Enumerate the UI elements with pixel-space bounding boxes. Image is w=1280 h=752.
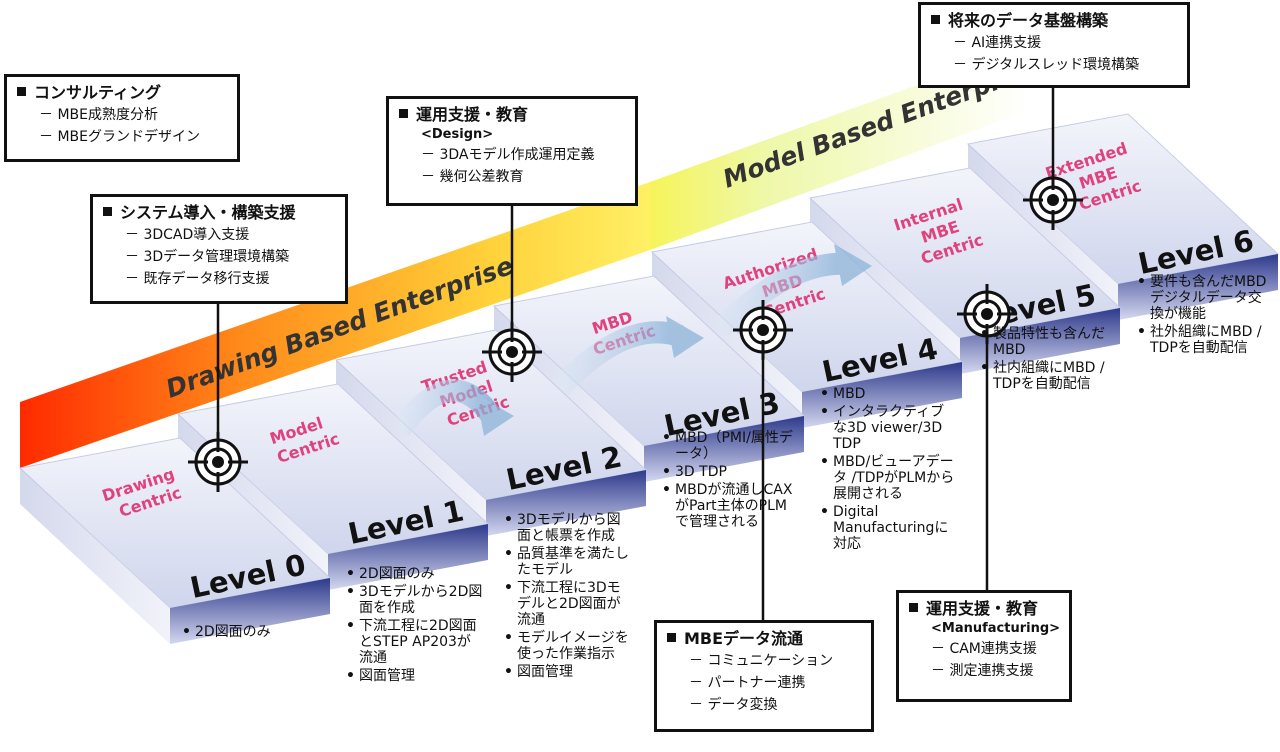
step-bullet: MBDが流通しCAXがPart主体のPLMで管理される [662, 482, 800, 530]
step-bullet: モデルイメージを使った作業指示 [504, 630, 634, 662]
callout-item: 測定連携支援 [931, 660, 1059, 682]
callout-design-title: 運用支援・教育 [416, 105, 529, 124]
callout-item: 既存データ移行支援 [125, 268, 335, 290]
step-bullets-level-5: 製品特性も含んだMBD社内組織にMBD / TDPを自動配信 [980, 326, 1112, 394]
step-bullet: 2D図面のみ [182, 624, 312, 640]
callout-item: MBE成熟度分析 [39, 104, 227, 126]
step-bullet: 3Dモデルから2D図面を作成 [346, 584, 484, 616]
target-icon [188, 432, 248, 492]
callout-future: 将来のデータ基盤構築 AI連携支援 デジタルスレッド環境構築 [918, 2, 1190, 88]
step-bullet: MBD（PMI/属性データ） [662, 430, 800, 462]
callout-item: AI連携支援 [953, 32, 1177, 54]
callout-item: CAM連携支援 [931, 638, 1059, 660]
stage-label: InternalMBECentric [891, 192, 985, 273]
step-bullet: 2D図面のみ [346, 566, 484, 582]
step-side-face [20, 468, 170, 644]
callout-design-items: 3DAモデル作成運用定義 幾何公差教育 [399, 144, 625, 188]
callout-system-title: システム導入・構築支援 [120, 203, 296, 222]
callout-mbe-flow: MBEデータ流通 コミュニケーション パートナー連携 データ変換 [654, 620, 874, 732]
callout-item: デジタルスレッド環境構築 [953, 54, 1177, 76]
callout-manufacturing-title: 運用支援・教育 [926, 599, 1039, 618]
step-bullet: MBD [820, 386, 958, 402]
step-bullet: 社内組織にMBD / TDPを自動配信 [980, 360, 1112, 392]
callout-manufacturing-sub: <Manufacturing> [931, 621, 1061, 636]
square-bullet-icon [103, 207, 112, 216]
callout-future-items: AI連携支援 デジタルスレッド環境構築 [931, 32, 1177, 76]
callout-mbe-flow-title: MBEデータ流通 [684, 629, 804, 648]
callout-item: MBEグランドデザイン [39, 126, 227, 148]
callout-manufacturing: 運用支援・教育 <Manufacturing> CAM連携支援 測定連携支援 [896, 590, 1072, 702]
square-bullet-icon [667, 633, 676, 642]
callout-item: パートナー連携 [689, 672, 861, 694]
callout-design: 運用支援・教育 <Design> 3DAモデル作成運用定義 幾何公差教育 [386, 96, 638, 206]
step-bullet: インタラクティブな3D viewer/3D TDP [820, 404, 958, 452]
step-bullet: Digital Manufacturingに対応 [820, 504, 958, 552]
square-bullet-icon [17, 87, 26, 96]
flow-arrow [551, 316, 704, 396]
step-bullet: 要件も含んだMBDデジタルデータ交換が機能 [1137, 274, 1269, 322]
targets-layer [188, 170, 1083, 492]
flow-arrow [712, 244, 872, 338]
step-bullet: 社外組織にMBD / TDPを自動配信 [1137, 324, 1269, 356]
step-bullet: 3D TDP [662, 464, 800, 480]
step-bullet: 下流工程に2D図面とSTEP AP203が流通 [346, 618, 484, 666]
target-icon [482, 322, 542, 382]
callout-future-title: 将来のデータ基盤構築 [948, 11, 1109, 30]
step-bullets-level-3: MBD（PMI/属性データ） 3D TDP MBDが流通しCAXがPart主体のPL… [662, 430, 800, 532]
callout-manufacturing-items: CAM連携支援 測定連携支援 [909, 638, 1059, 682]
callout-consulting-items: MBE成熟度分析 MBEグランドデザイン [17, 104, 227, 148]
step-bullet: 図面管理 [346, 668, 484, 684]
callout-item: 3DAモデル作成運用定義 [421, 144, 625, 166]
callout-mbe-flow-items: コミュニケーション パートナー連携 データ変換 [667, 650, 861, 716]
flow-arrow [391, 379, 514, 437]
step-bullet: MBD/ビューアデータ /TDPがPLMから展開される [820, 454, 958, 502]
step-bullet: 下流工程に3Dモデルと2D図面が流通 [504, 580, 634, 628]
callout-system-items: 3DCAD導入支援 3Dデータ管理環境構築 既存データ移行支援 [103, 224, 335, 290]
callout-consulting-title: コンサルティング [34, 83, 162, 102]
step-bullet: 製品特性も含んだMBD [980, 326, 1112, 358]
step-bullet: 図面管理 [504, 664, 634, 680]
step-bullets-level-1: 2D図面のみ 3Dモデルから2D図面を作成下流工程に2D図面とSTEP AP203… [346, 566, 484, 686]
callout-system: システム導入・構築支援 3DCAD導入支援 3Dデータ管理環境構築 既存データ移… [90, 194, 348, 304]
square-bullet-icon [931, 15, 940, 24]
step-bullets-level-4: MBD インタラクティブな3D viewer/3D TDPMBD/ビューアデータ … [820, 386, 958, 554]
callout-design-sub: <Design> [421, 127, 494, 142]
callout-item: 3DCAD導入支援 [125, 224, 335, 246]
square-bullet-icon [399, 109, 408, 118]
step-bullet: 品質基準を満たしたモデル [504, 546, 634, 578]
step-bullets-level-6: 要件も含んだMBDデジタルデータ交換が機能社外組織にMBD / TDPを自動配信 [1137, 274, 1269, 358]
arrows-layer [391, 244, 872, 437]
target-icon [733, 300, 793, 360]
square-bullet-icon [909, 603, 918, 612]
step-bullets-level-2: 3Dモデルから図面と帳票を作成品質基準を満たしたモデル下流工程に3Dモデルと2D… [504, 512, 634, 682]
callout-item: データ変換 [689, 694, 861, 716]
callout-item: コミュニケーション [689, 650, 861, 672]
callout-item: 3Dデータ管理環境構築 [125, 246, 335, 268]
step-bullet: 3Dモデルから図面と帳票を作成 [504, 512, 634, 544]
callout-consulting: コンサルティング MBE成熟度分析 MBEグランドデザイン [4, 74, 240, 162]
target-icon [1023, 170, 1083, 230]
callout-item: 幾何公差教育 [421, 166, 625, 188]
step-bullets-level-0: 2D図面のみ [182, 624, 312, 642]
